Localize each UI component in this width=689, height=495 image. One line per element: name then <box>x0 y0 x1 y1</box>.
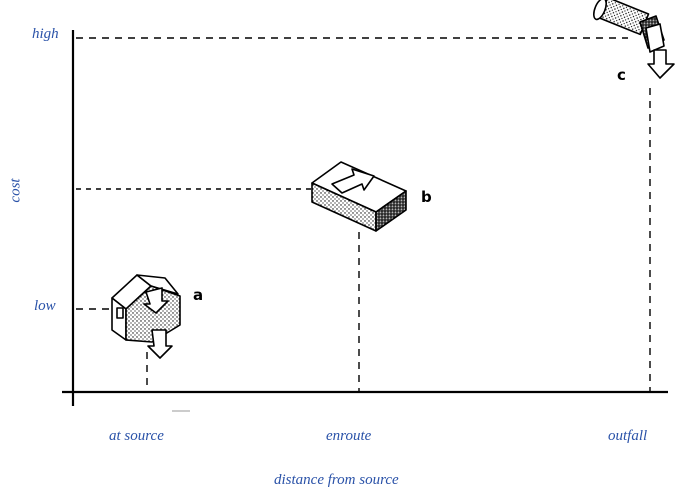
enroute-treatment-icon <box>311 161 407 232</box>
marker-a: a <box>193 286 204 304</box>
x-axis-title: distance from source <box>274 472 399 488</box>
house-treatment-icon <box>111 274 181 359</box>
marker-c: c <box>617 66 626 84</box>
y-tick-high: high <box>32 26 59 42</box>
x-tick-source: at source <box>109 428 164 444</box>
x-tick-outfall: outfall <box>608 428 648 444</box>
y-axis-title: cost <box>7 178 24 203</box>
guide-lines <box>76 37 651 392</box>
y-tick-low: low <box>34 298 56 314</box>
x-tick-enroute: enroute <box>326 428 372 444</box>
outfall-pipe-icon <box>592 0 675 79</box>
marker-b: b <box>421 188 432 206</box>
